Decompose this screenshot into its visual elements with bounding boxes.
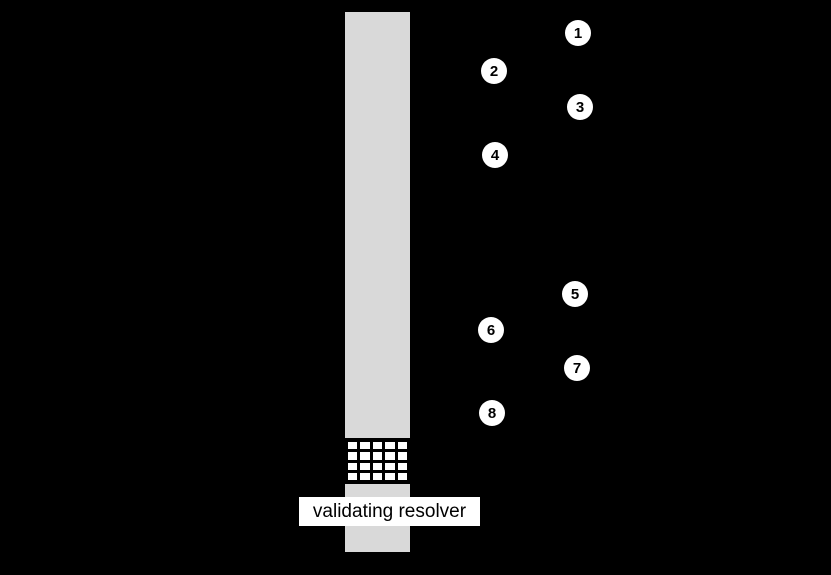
grid-cell: [385, 462, 395, 470]
grid-cell: [372, 442, 383, 450]
grid-cell: [348, 472, 358, 480]
step-marker: 6: [478, 317, 504, 343]
step-marker: 8: [479, 400, 505, 426]
grid-cell: [348, 462, 358, 470]
grid-cell: [385, 452, 395, 460]
step-marker: 1: [565, 20, 591, 46]
grid-cell: [372, 452, 383, 460]
grid-cell: [397, 452, 407, 460]
grid-cell: [372, 462, 383, 470]
validating-resolver-label-text: validating resolver: [312, 500, 467, 522]
grid-cell: [385, 472, 395, 480]
step-marker: 5: [562, 281, 588, 307]
grid-cell: [372, 472, 383, 480]
step-marker: 2: [481, 58, 507, 84]
step-marker: 7: [564, 355, 590, 381]
grid-cell: [397, 442, 407, 450]
validation-grid-pattern: [345, 438, 410, 484]
grid-cell: [397, 462, 407, 470]
grid-cell: [385, 442, 395, 450]
grid-cell: [348, 442, 358, 450]
grid-cell: [397, 472, 407, 480]
step-marker: 3: [567, 94, 593, 120]
grid-cell: [360, 452, 370, 460]
grid-cell: [360, 462, 370, 470]
validating-resolver-label: validating resolver: [299, 497, 480, 526]
grid-cell: [360, 472, 370, 480]
step-marker: 4: [482, 142, 508, 168]
grid-cell: [360, 442, 370, 450]
grid-cell: [348, 452, 358, 460]
